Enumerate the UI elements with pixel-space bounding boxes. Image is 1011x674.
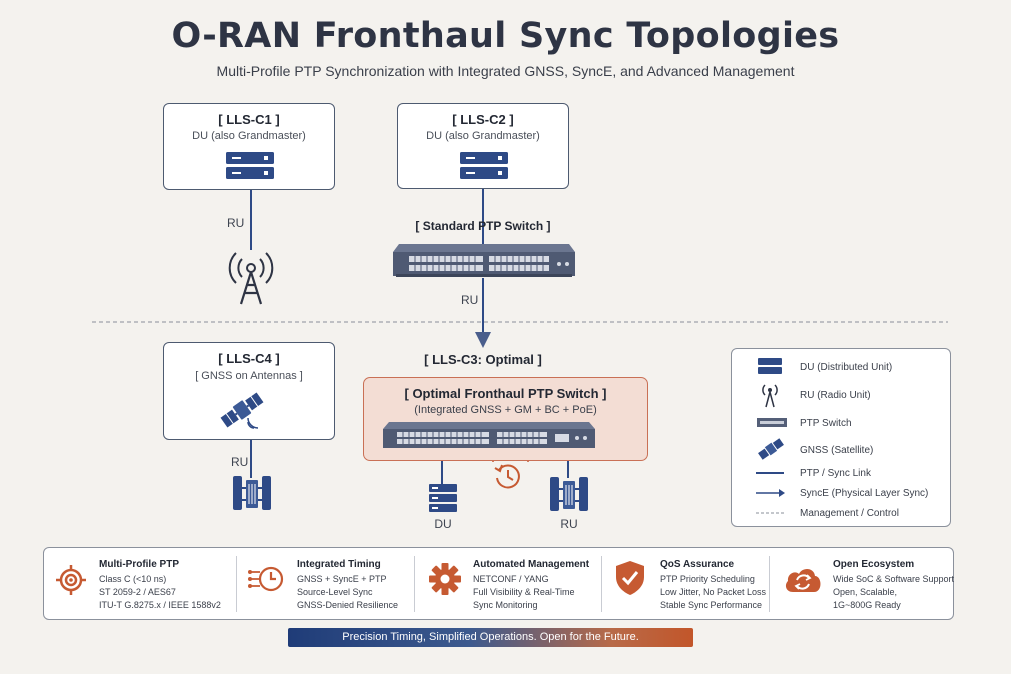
c1-ru-label: RU	[227, 216, 245, 230]
du-server-icon	[429, 484, 457, 512]
legend-du-icon	[758, 358, 782, 374]
legend-synce-label: SyncE (Physical Layer Sync)	[800, 488, 929, 499]
du-server-icon	[226, 152, 274, 179]
legend-switch-icon	[757, 418, 787, 427]
feature-divider	[414, 556, 415, 612]
c2-title: [ LLS-C2 ]	[452, 112, 514, 127]
feature-title: Open Ecosystem	[833, 559, 915, 570]
feature-line: GNSS + SyncE + PTP	[297, 574, 387, 584]
c2-du-card: [ LLS-C2 ] DU (also Grandmaster)	[397, 103, 569, 189]
tagline-banner: Precision Timing, Simplified Operations.…	[288, 628, 693, 647]
c3-ru-label: RU	[560, 517, 578, 531]
gnss-satellite-icon	[220, 392, 264, 429]
feature-divider	[601, 556, 602, 612]
c3-du-label: DU	[434, 517, 452, 531]
sync-clock-icon	[494, 464, 520, 489]
feature-divider	[769, 556, 770, 612]
feature-title: Automated Management	[473, 559, 590, 570]
c4-title: [ LLS-C4 ]	[218, 351, 280, 366]
ptp-switch-icon	[393, 244, 575, 277]
feature-line: Sync Monitoring	[473, 600, 538, 610]
c2-subtitle: DU (also Grandmaster)	[426, 130, 540, 142]
c3-title: [ LLS-C3: Optimal ]	[424, 352, 542, 367]
feature-line: PTP Priority Scheduling	[660, 574, 755, 584]
feature-title: QoS Assurance	[660, 559, 735, 570]
feature-line: Class C (<10 ns)	[99, 574, 167, 584]
c1-subtitle: DU (also Grandmaster)	[192, 130, 306, 142]
c4-ru-label: RU	[231, 455, 249, 469]
c4-gnss-card: [ LLS-C4 ] [ GNSS on Antennas ]	[163, 342, 335, 440]
feature-line: Low Jitter, No Packet Loss	[660, 587, 767, 597]
c3-switch-title: [ Optimal Fronthaul PTP Switch ]	[404, 386, 607, 401]
page-title: O-RAN Fronthaul Sync Topologies	[171, 16, 840, 56]
legend-line-samples	[756, 472, 785, 514]
feature-divider	[236, 556, 237, 612]
gear-icon	[429, 563, 461, 595]
feature-line: Source-Level Sync	[297, 587, 373, 597]
legend-box	[731, 348, 951, 527]
c1-title: [ LLS-C1 ]	[218, 112, 280, 127]
feature-line: Wide SoC & Software Support	[833, 574, 955, 584]
ru-tower-icon	[228, 252, 274, 305]
feature-line: Full Visibility & Real-Time	[473, 587, 575, 597]
shield-check-icon	[616, 561, 644, 595]
page-subtitle: Multi-Profile PTP Synchronization with I…	[216, 63, 795, 79]
c2-ru-label: RU	[461, 293, 479, 307]
clock-circuit-icon	[248, 566, 284, 592]
c4-subtitle: [ GNSS on Antennas ]	[195, 370, 303, 382]
feature-line: GNSS-Denied Resilience	[297, 600, 399, 610]
feature-line: ST 2059-2 / AES67	[99, 587, 176, 597]
ru-antenna-icon	[233, 476, 271, 510]
ru-antenna-icon	[550, 477, 588, 511]
c3-switch-subtitle: (Integrated GNSS + GM + BC + PoE)	[414, 404, 597, 416]
legend-mgmt-label: Management / Control	[800, 508, 899, 519]
optimal-ptp-switch-icon	[383, 422, 595, 448]
feature-title: Multi-Profile PTP	[99, 559, 179, 570]
c2-switch-label: [ Standard PTP Switch ]	[415, 219, 551, 233]
feature-title: Integrated Timing	[297, 559, 381, 570]
legend-ptp-link-label: PTP / Sync Link	[800, 468, 871, 479]
feature-line: 1G~800G Ready	[833, 600, 901, 610]
feature-line: Stable Sync Performance	[660, 600, 763, 610]
legend-du-label: DU (Distributed Unit)	[800, 362, 893, 373]
legend-switch-label: PTP Switch	[800, 418, 852, 429]
du-server-icon	[460, 152, 508, 179]
legend-gnss-icon	[758, 438, 784, 460]
legend-gnss-label: GNSS (Satellite)	[800, 445, 874, 456]
cloud-sync-icon	[785, 568, 821, 592]
legend-ru-label: RU (Radio Unit)	[800, 390, 871, 401]
feature-line: Open, Scalable,	[833, 587, 898, 597]
legend-ru-icon	[762, 384, 778, 408]
target-icon	[56, 565, 86, 595]
feature-line: NETCONF / YANG	[473, 574, 549, 584]
c1-du-card: [ LLS-C1 ] DU (also Grandmaster)	[163, 103, 335, 190]
feature-line: ITU-T G.8275.x / IEEE 1588v2	[99, 600, 221, 610]
